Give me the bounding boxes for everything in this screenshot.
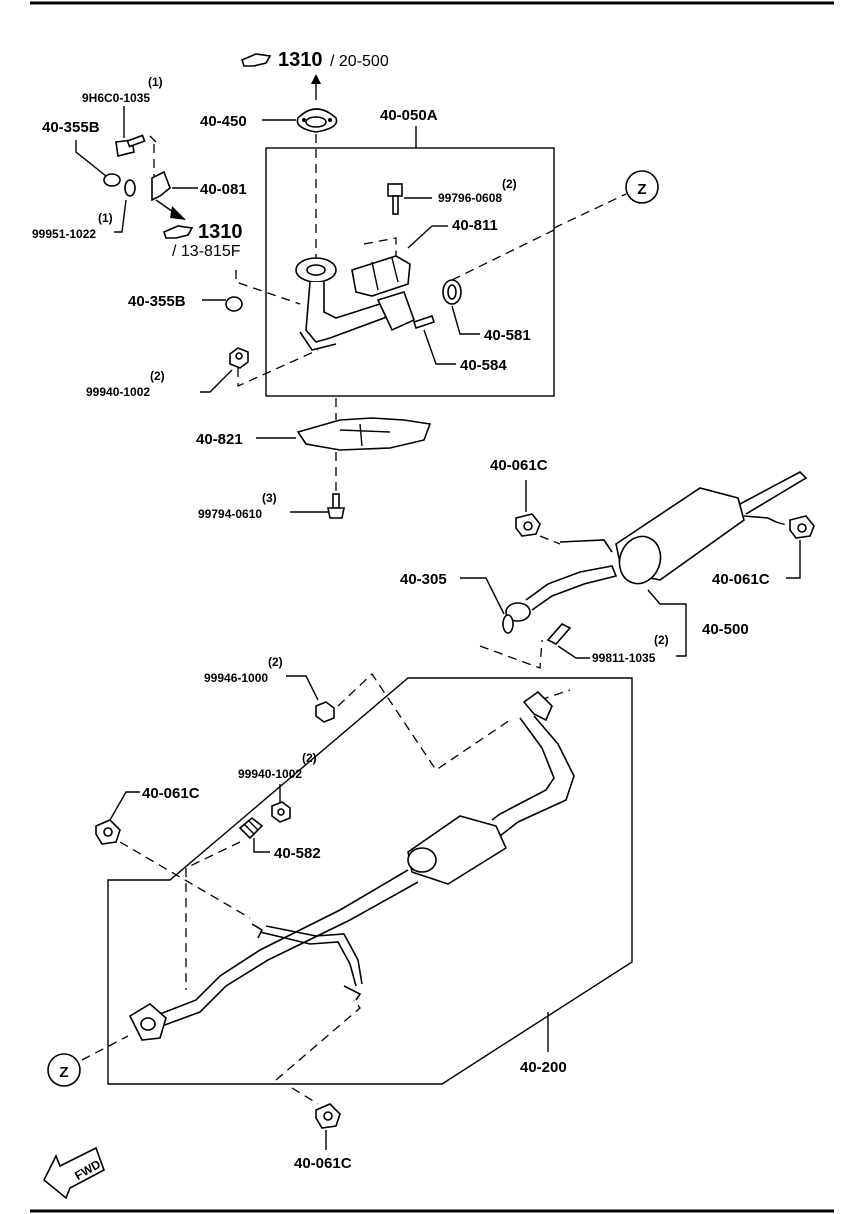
svg-text:(1): (1)	[98, 211, 113, 225]
nut-40-355b-bottom[interactable]	[225, 296, 243, 312]
center-pipe-40-200[interactable]	[128, 690, 575, 1041]
ref-top-number: 1310	[278, 49, 323, 71]
front-pipe-assembly[interactable]	[295, 257, 416, 351]
svg-text:(2): (2)	[502, 177, 517, 191]
reference-mid[interactable]: 1310 / 13-815F	[163, 221, 243, 260]
ref-top-page: / 20-500	[330, 53, 389, 70]
ref-mid-page: / 13-815F	[172, 243, 241, 260]
label-99940-1002-lower[interactable]: 99940-1002	[238, 767, 302, 781]
arrow-icon	[170, 206, 186, 220]
label-40-500[interactable]: 40-500	[702, 621, 749, 638]
hanger-40-061c-b[interactable]	[789, 515, 815, 539]
svg-text:(2): (2)	[654, 633, 669, 647]
label-40-061c-b[interactable]: 40-061C	[712, 571, 770, 588]
gasket-40-305[interactable]	[502, 614, 514, 634]
bolt-99811-1035[interactable]	[546, 623, 572, 645]
label-40-821[interactable]: 40-821	[196, 431, 243, 448]
label-40-811[interactable]: 40-811	[452, 217, 498, 234]
box-40-050a	[265, 147, 555, 397]
bolt-99794-0610[interactable]	[327, 493, 345, 519]
label-99796-0608[interactable]: 99796-0608	[438, 191, 502, 205]
svg-text:Z: Z	[59, 1064, 68, 1081]
svg-text:(3): (3)	[262, 491, 277, 505]
nut-99946-1000[interactable]	[315, 701, 335, 723]
label-40-581[interactable]: 40-581	[484, 327, 531, 344]
svg-text:Z: Z	[637, 181, 646, 198]
nut-40-355b-top[interactable]	[103, 173, 121, 187]
rear-muffler-40-500[interactable]	[525, 471, 808, 611]
hanger-40-061c-c[interactable]	[95, 819, 121, 845]
pointing-hand-icon	[241, 53, 272, 67]
reference-top[interactable]: 1310 / 20-500	[241, 49, 389, 71]
arrow-up-icon	[311, 74, 321, 84]
label-40-061c-a[interactable]: 40-061C	[490, 457, 548, 474]
pointing-hand-icon	[163, 225, 194, 239]
label-99951-1022[interactable]: 99951-1022	[32, 227, 96, 241]
gasket-40-581[interactable]	[442, 279, 462, 305]
svg-text:(2): (2)	[302, 751, 317, 765]
label-40-584[interactable]: 40-584	[460, 357, 507, 374]
bracket-40-081[interactable]	[151, 170, 171, 202]
nut-99940-1002-upper[interactable]	[229, 347, 249, 369]
label-40-450[interactable]: 40-450	[200, 113, 247, 130]
label-40-050a[interactable]: 40-050A	[380, 107, 438, 124]
hanger-40-061c-d[interactable]	[315, 1103, 341, 1129]
bolt-9h6c0-1035[interactable]	[115, 134, 146, 157]
label-40-355b-top[interactable]: 40-355B	[42, 119, 100, 136]
box-40-200	[107, 677, 633, 1085]
label-40-200[interactable]: 40-200	[520, 1059, 567, 1076]
label-9h6c0-1035[interactable]: 9H6C0-1035	[82, 91, 150, 105]
nut-99940-1002-lower[interactable]	[271, 801, 291, 823]
heat-shield-40-821[interactable]	[296, 417, 432, 451]
gasket-40-450[interactable]	[296, 108, 338, 133]
spring-40-582[interactable]	[238, 816, 264, 840]
bolt-99796-0608[interactable]	[387, 183, 403, 215]
fwd-arrow-icon: FWD	[42, 1146, 105, 1200]
pipe-flange-rear	[505, 602, 531, 622]
z-marker-top	[625, 170, 659, 204]
catalytic-converter-40-811[interactable]	[351, 255, 411, 297]
label-40-081[interactable]: 40-081	[200, 181, 247, 198]
label-40-582[interactable]: 40-582	[274, 845, 321, 862]
ref-mid-number: 1310	[198, 221, 243, 243]
label-99794-0610[interactable]: 99794-0610	[198, 507, 262, 521]
label-99940-1002-upper[interactable]: 99940-1002	[86, 385, 150, 399]
z-marker-bottom	[47, 1053, 81, 1087]
label-99946-1000[interactable]: 99946-1000	[204, 671, 268, 685]
hanger-40-061c-a[interactable]	[515, 513, 541, 537]
stud-40-584[interactable]	[412, 314, 436, 330]
washer-99951-1022[interactable]	[124, 179, 136, 197]
svg-text:(2): (2)	[268, 655, 283, 669]
svg-text:(1): (1)	[148, 75, 163, 89]
label-99811-1035[interactable]: 99811-1035	[592, 651, 656, 665]
label-40-355b-bottom[interactable]: 40-355B	[128, 293, 186, 310]
svg-text:(2): (2)	[150, 369, 165, 383]
label-40-061c-c[interactable]: 40-061C	[142, 785, 200, 802]
label-40-061c-d[interactable]: 40-061C	[294, 1155, 352, 1172]
label-40-305[interactable]: 40-305	[400, 571, 447, 588]
